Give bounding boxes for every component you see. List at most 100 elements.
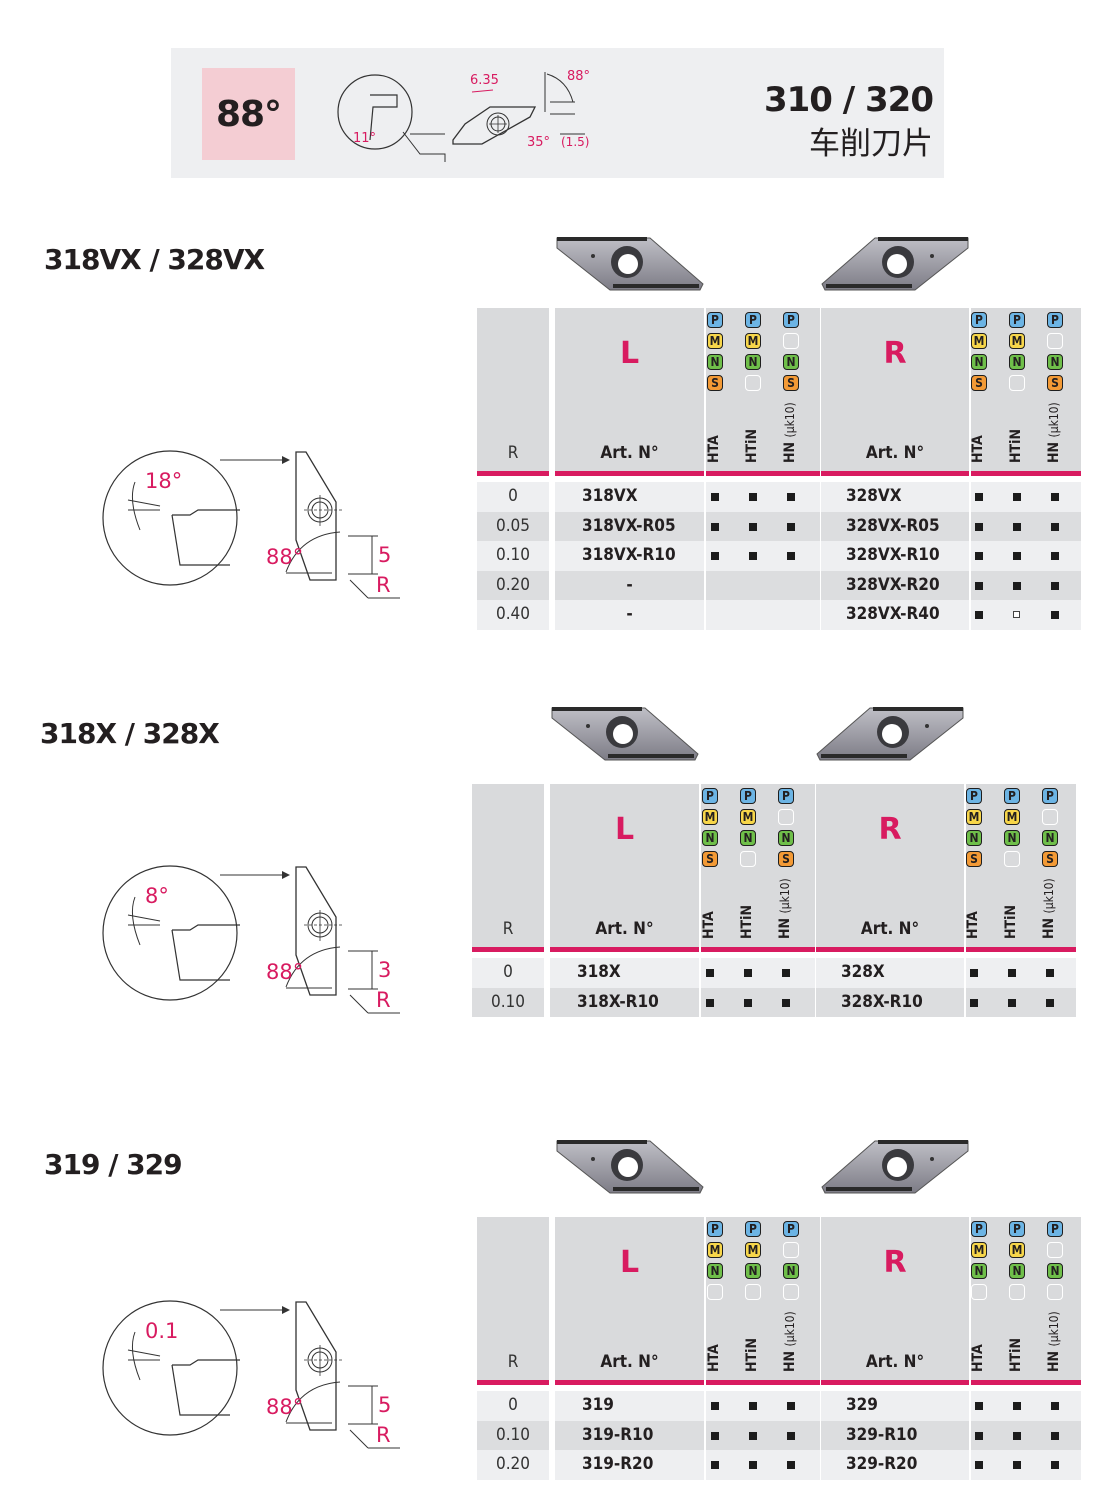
side-label-left: L	[614, 812, 635, 847]
availability-filled-icon	[711, 522, 719, 531]
header-underline	[966, 947, 1076, 952]
grade-badge-M: M	[745, 333, 761, 349]
availability-filled-icon	[749, 1461, 757, 1469]
table-row-cell	[706, 541, 820, 571]
availability-filled-icon	[1013, 552, 1021, 560]
insert-photo-left	[550, 702, 700, 766]
availability-filled-icon	[749, 1431, 757, 1440]
radius-value: 0.10	[490, 991, 526, 1012]
side-label-right: R	[878, 812, 902, 847]
grade-badge-N: N	[1042, 830, 1058, 846]
header-underline	[472, 947, 544, 952]
availability-filled-icon	[782, 969, 790, 977]
grade-badge-empty	[1047, 1242, 1063, 1258]
grade-badge-empty	[1004, 851, 1020, 867]
article-left: 318X-R10	[577, 991, 659, 1012]
col-header-art-right: Art. N°	[865, 443, 925, 463]
lead-angle-label: 88°	[266, 545, 303, 569]
article-left: 318VX-R05	[582, 515, 676, 536]
side-label-right: R	[883, 1245, 907, 1280]
header-cell-coat-right	[971, 1217, 1081, 1380]
radius-value: 0	[503, 962, 513, 982]
header-underline	[555, 471, 704, 476]
col-header-art-right: Art. N°	[865, 1352, 925, 1372]
grade-badge-N: N	[783, 354, 799, 370]
header-underline	[821, 1380, 969, 1385]
table-row-cell	[477, 1391, 549, 1421]
insert-drawing: 8° 88° 3 R	[100, 855, 410, 1029]
availability-filled-icon	[1008, 998, 1016, 1007]
grade-badge-M: M	[1009, 333, 1025, 349]
grade-badge-P: P	[707, 1221, 723, 1237]
availability-filled-icon	[749, 493, 757, 501]
lead-angle-label: 88°	[266, 1395, 303, 1419]
col-header-art-left: Art. N°	[600, 1352, 659, 1372]
table-row-cell	[706, 570, 820, 600]
grade-badge-empty	[783, 1242, 799, 1258]
grade-badge-empty	[778, 809, 794, 825]
table-row-cell	[555, 511, 704, 541]
grade-badge-P: P	[783, 312, 799, 328]
grade-badge-N: N	[966, 830, 982, 846]
grade-badge-N: N	[1047, 1263, 1063, 1279]
table-row-cell	[477, 600, 549, 630]
grade-badge-S: S	[707, 375, 723, 391]
header-banner	[171, 48, 944, 178]
grade-badge-P: P	[1047, 1221, 1063, 1237]
availability-filled-icon	[1008, 969, 1016, 977]
radius-label: R	[376, 573, 391, 597]
table-row-cell	[971, 511, 1081, 541]
availability-filled-icon	[1051, 522, 1059, 531]
table-row-cell	[555, 1450, 704, 1480]
article-right: 328VX-R40	[846, 604, 940, 624]
grade-badge-P: P	[1009, 312, 1025, 328]
availability-filled-icon	[1046, 998, 1054, 1007]
table-row-cell	[550, 958, 699, 988]
article-right: 328X-R10	[841, 991, 923, 1012]
table-row-cell	[706, 1420, 820, 1450]
coating-label: HN (μk10)	[782, 1311, 798, 1372]
header-cell-coat-left	[706, 308, 820, 471]
grade-badge-N: N	[707, 1263, 723, 1279]
article-left: 319-R20	[582, 1454, 654, 1474]
coating-label: HTiN	[1003, 905, 1019, 939]
table-row-cell	[701, 987, 815, 1017]
availability-filled-icon	[970, 969, 978, 977]
coating-label: HTA	[970, 435, 986, 463]
header-cell-coat-left	[706, 1217, 820, 1380]
header-underline	[706, 1380, 820, 1385]
header-cell-art-left	[550, 784, 699, 947]
lead-angle-label: 88°	[266, 960, 303, 984]
header-cell-art-left	[555, 1217, 704, 1380]
radius-value: 0	[508, 486, 518, 506]
section-title: 318X / 328X	[40, 717, 220, 750]
article-right: 328VX	[846, 486, 902, 506]
availability-filled-icon	[1046, 969, 1054, 977]
series-title: 310 / 320	[763, 80, 934, 120]
header-cell-coat-right	[971, 308, 1081, 471]
dim-label: 3	[378, 958, 391, 982]
coating-label: HN (μk10)	[782, 402, 798, 463]
availability-filled-icon	[975, 611, 983, 619]
table-row-cell	[706, 1391, 820, 1421]
grade-badge-P: P	[707, 312, 723, 328]
col-header-art-left: Art. N°	[595, 919, 654, 939]
table-row-cell	[816, 987, 964, 1017]
coating-label: HTiN	[1008, 1338, 1024, 1372]
section-title: 318VX / 328VX	[44, 243, 265, 276]
table-row-cell	[472, 958, 544, 988]
header-underline	[701, 947, 815, 952]
coating-label: HTiN	[739, 905, 755, 939]
grade-badge-N: N	[1009, 1263, 1025, 1279]
header-underline	[816, 947, 964, 952]
grade-badge-M: M	[971, 1242, 987, 1258]
availability-filled-icon	[787, 1431, 795, 1440]
table-row-cell	[706, 600, 820, 630]
table-row-cell	[966, 958, 1076, 988]
radius-value: 0.05	[495, 515, 531, 536]
table-row-cell	[477, 541, 549, 571]
grade-badge-S: S	[783, 375, 799, 391]
grade-badge-N: N	[783, 1263, 799, 1279]
coating-label: HTiN	[744, 429, 760, 463]
availability-filled-icon	[975, 1402, 983, 1410]
